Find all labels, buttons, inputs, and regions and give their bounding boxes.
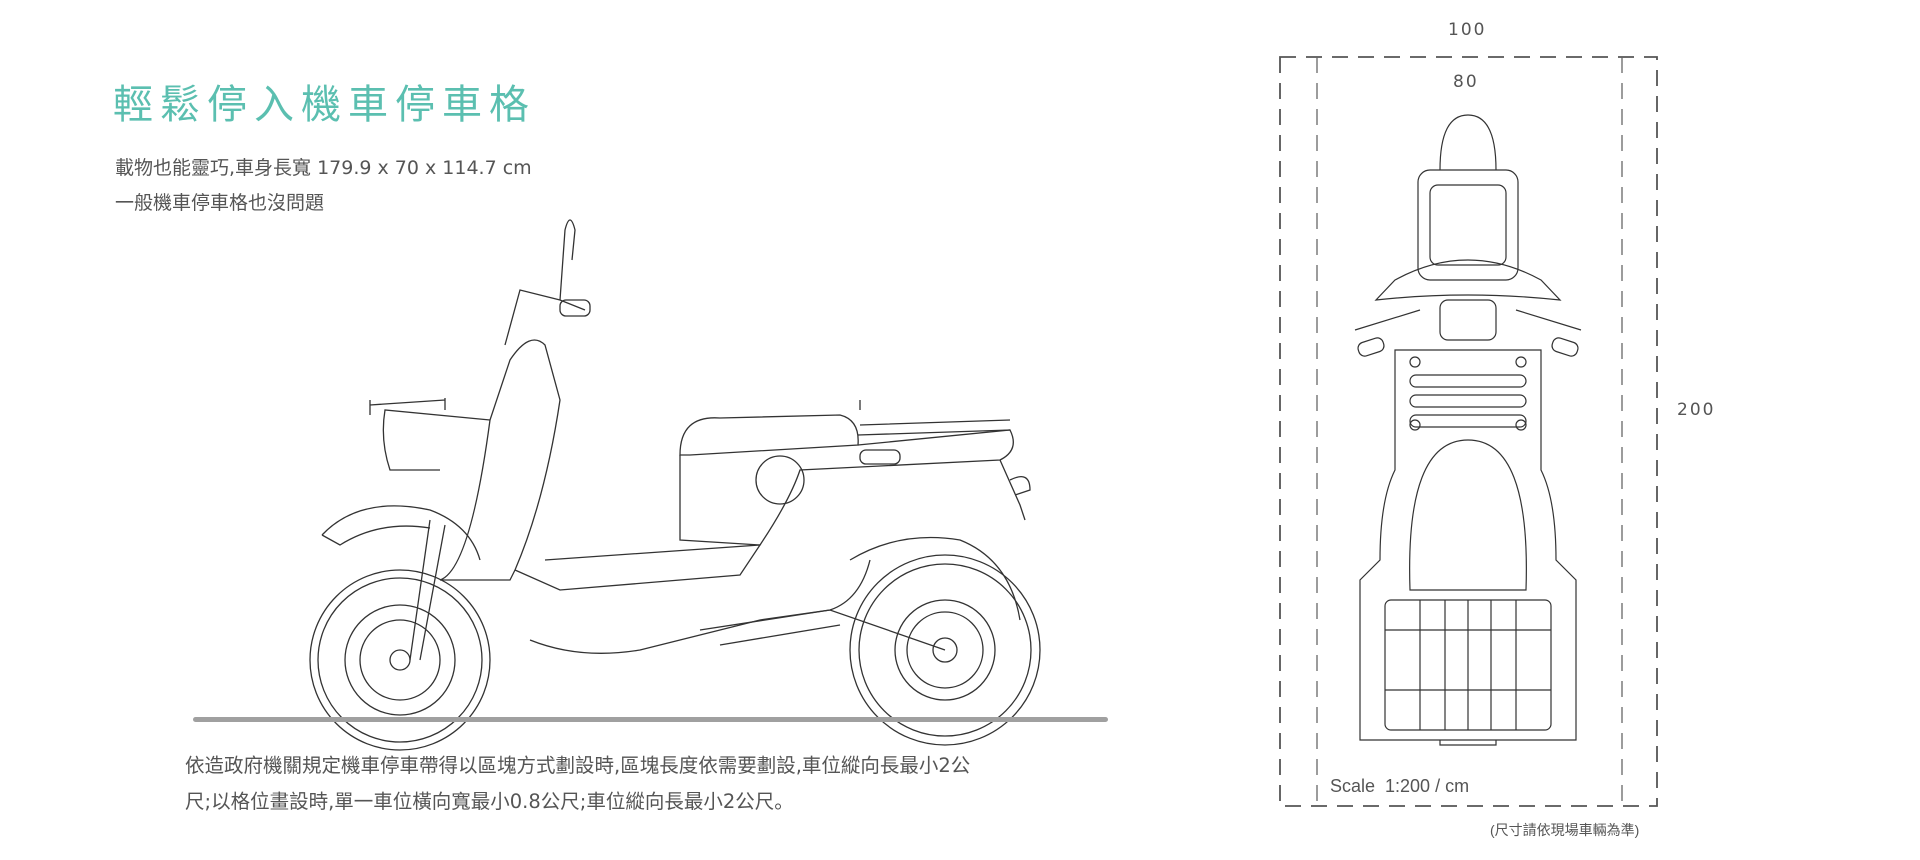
ground-line [193,717,1108,722]
regulation-line-1: 依造政府機關規定機車停車帶得以區塊方式劃設時,區塊長度依需要劃設,車位縱向長最小… [185,754,971,777]
length-label: 200 [1677,400,1716,420]
inner-dashed-lines [1316,57,1623,806]
intro-line-1: 載物也能靈巧,車身長寬 179.9 x 70 x 114.7 cm [115,157,532,179]
regulation-line-2: 尺;以格位畫設時,單一車位橫向寬最小0.8公尺;車位縱向長最小2公尺。 [185,790,794,813]
page-title: 輕鬆停入機車停車格 [113,82,536,128]
inner-width-label: 80 [1453,72,1479,92]
scooter-top-view-illustration [1354,114,1582,746]
scale-label: Scale 1:200 / cm [1330,776,1470,796]
outer-width-label: 100 [1448,20,1487,40]
outer-dashed-box [1279,56,1658,807]
dimension-note: (尺寸請依現場車輛為準) [1490,822,1640,838]
intro-line-2: 一般機車停車格也沒問題 [115,192,325,214]
